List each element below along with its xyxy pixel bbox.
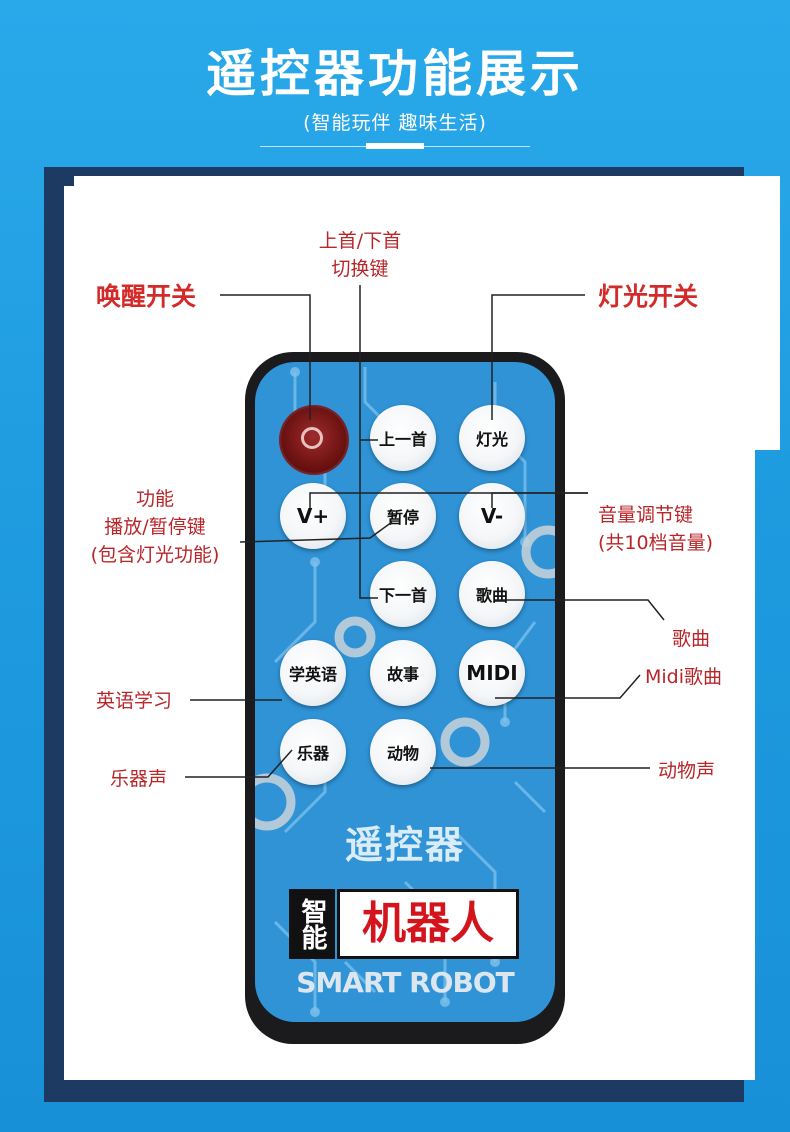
label-english: 英语学习: [96, 690, 173, 712]
pause-button[interactable]: 暂停: [370, 483, 436, 549]
volume-up-button[interactable]: V+: [280, 483, 346, 549]
midi-button[interactable]: MIDI: [459, 640, 525, 706]
label-prev-next-2: 切换键: [331, 258, 389, 280]
panel-edge: [755, 450, 790, 1132]
english-button[interactable]: 学英语: [280, 640, 346, 706]
label-midi: Midi歌曲: [645, 666, 723, 688]
page-title: 遥控器功能展示: [206, 45, 584, 103]
label-play-pause-2: 播放/暂停键: [104, 516, 206, 538]
label-play-pause-3: (包含灯光功能): [90, 544, 220, 566]
badge-robot: 机器人: [337, 889, 519, 959]
label-songs: 歌曲: [672, 628, 711, 650]
remote-title: 遥控器: [344, 823, 465, 867]
label-volume-2: (共10档音量): [598, 532, 714, 554]
label-prev-next-1: 上首/下首: [318, 230, 402, 252]
header-divider-accent: [366, 143, 424, 149]
next-track-button[interactable]: 下一首: [370, 561, 436, 627]
frame-notch: [60, 174, 74, 186]
label-animal: 动物声: [658, 760, 716, 782]
label-play-pause-1: 功能: [135, 488, 174, 510]
power-icon: [301, 427, 323, 449]
label-instrument: 乐器声: [110, 768, 168, 790]
animal-button[interactable]: 动物: [370, 719, 436, 785]
brand-text: SMART ROBOT: [296, 966, 514, 999]
label-volume-1: 音量调节键: [598, 504, 694, 526]
songs-button[interactable]: 歌曲: [459, 561, 525, 627]
story-button[interactable]: 故事: [370, 640, 436, 706]
label-light-switch: 灯光开关: [598, 282, 699, 311]
label-wake-switch: 唤醒开关: [96, 282, 197, 311]
prev-track-button[interactable]: 上一首: [370, 405, 436, 471]
badge-smart: 智能: [289, 889, 335, 959]
page-subtitle: (智能玩伴 趣味生活): [303, 112, 487, 134]
